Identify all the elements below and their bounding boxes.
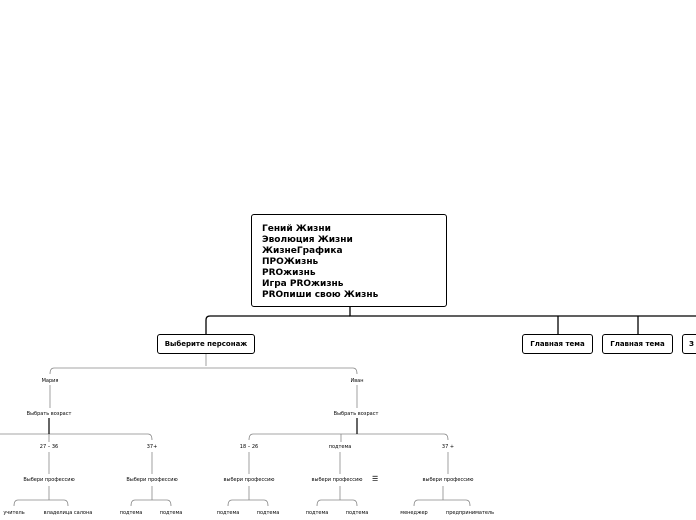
ivan-profession-leaf[interactable]: подтема <box>344 510 370 516</box>
maria-profession-leaf[interactable]: владелица салона <box>42 510 94 516</box>
menu-lines-icon[interactable]: ☰ <box>372 475 379 483</box>
central-topic-line: Гений Жизни <box>262 224 331 234</box>
ivan-profession-leaf[interactable]: подтема <box>255 510 281 516</box>
maria-age-option-node[interactable]: 37+ <box>145 444 159 450</box>
central-topic-line: PROпиши свою Жизнь <box>262 290 379 300</box>
character-maria-node[interactable]: Мария <box>40 378 60 384</box>
ivan-age-option-node[interactable]: подтема <box>327 444 353 450</box>
maria-profession-leaf[interactable]: учитель <box>2 510 26 516</box>
maria-profession-node[interactable]: Выбери профессию <box>22 477 76 483</box>
ivan-age-option-node[interactable]: 37 + <box>440 444 456 450</box>
central-topic-line: Игра PROжизнь <box>262 279 344 289</box>
maria-age-option-node[interactable]: 27 – 36 <box>38 444 60 450</box>
maria-profession-node[interactable]: Выбери профессию <box>125 477 179 483</box>
maria-profession-leaf[interactable]: подтема <box>158 510 184 516</box>
ivan-profession-node[interactable]: выбери профессию <box>421 477 475 483</box>
central-topic-line: PROжизнь <box>262 268 316 278</box>
central-topic-node[interactable]: Гений Жизни Эволюция Жизни ЖизнеГрафика … <box>251 214 447 307</box>
main-topic-node[interactable]: Главная тема <box>522 334 593 354</box>
central-topic-line: ЖизнеГрафика <box>262 246 343 256</box>
ivan-age-option-node[interactable]: 18 – 26 <box>238 444 260 450</box>
ivan-age-select-node[interactable]: Выбрать возраст <box>332 411 380 417</box>
maria-profession-leaf[interactable]: подтема <box>118 510 144 516</box>
maria-age-select-node[interactable]: Выбрать возраст <box>25 411 73 417</box>
ivan-profession-node[interactable]: выбери профессию <box>222 477 276 483</box>
central-topic-line: ПРОЖизнь <box>262 257 319 267</box>
central-topic-line: Эволюция Жизни <box>262 235 353 245</box>
ivan-profession-leaf[interactable]: подтема <box>304 510 330 516</box>
character-ivan-node[interactable]: Иван <box>349 378 365 384</box>
ivan-profession-node[interactable]: выбери профессию <box>310 477 364 483</box>
main-topic-node[interactable]: З <box>682 334 696 354</box>
ivan-profession-leaf[interactable]: подтема <box>215 510 241 516</box>
select-character-node[interactable]: Выберите персонаж <box>157 334 255 354</box>
main-topic-node[interactable]: Главная тема <box>602 334 673 354</box>
ivan-profession-leaf[interactable]: менеджер <box>399 510 429 516</box>
ivan-profession-leaf[interactable]: предприниматель <box>444 510 496 516</box>
